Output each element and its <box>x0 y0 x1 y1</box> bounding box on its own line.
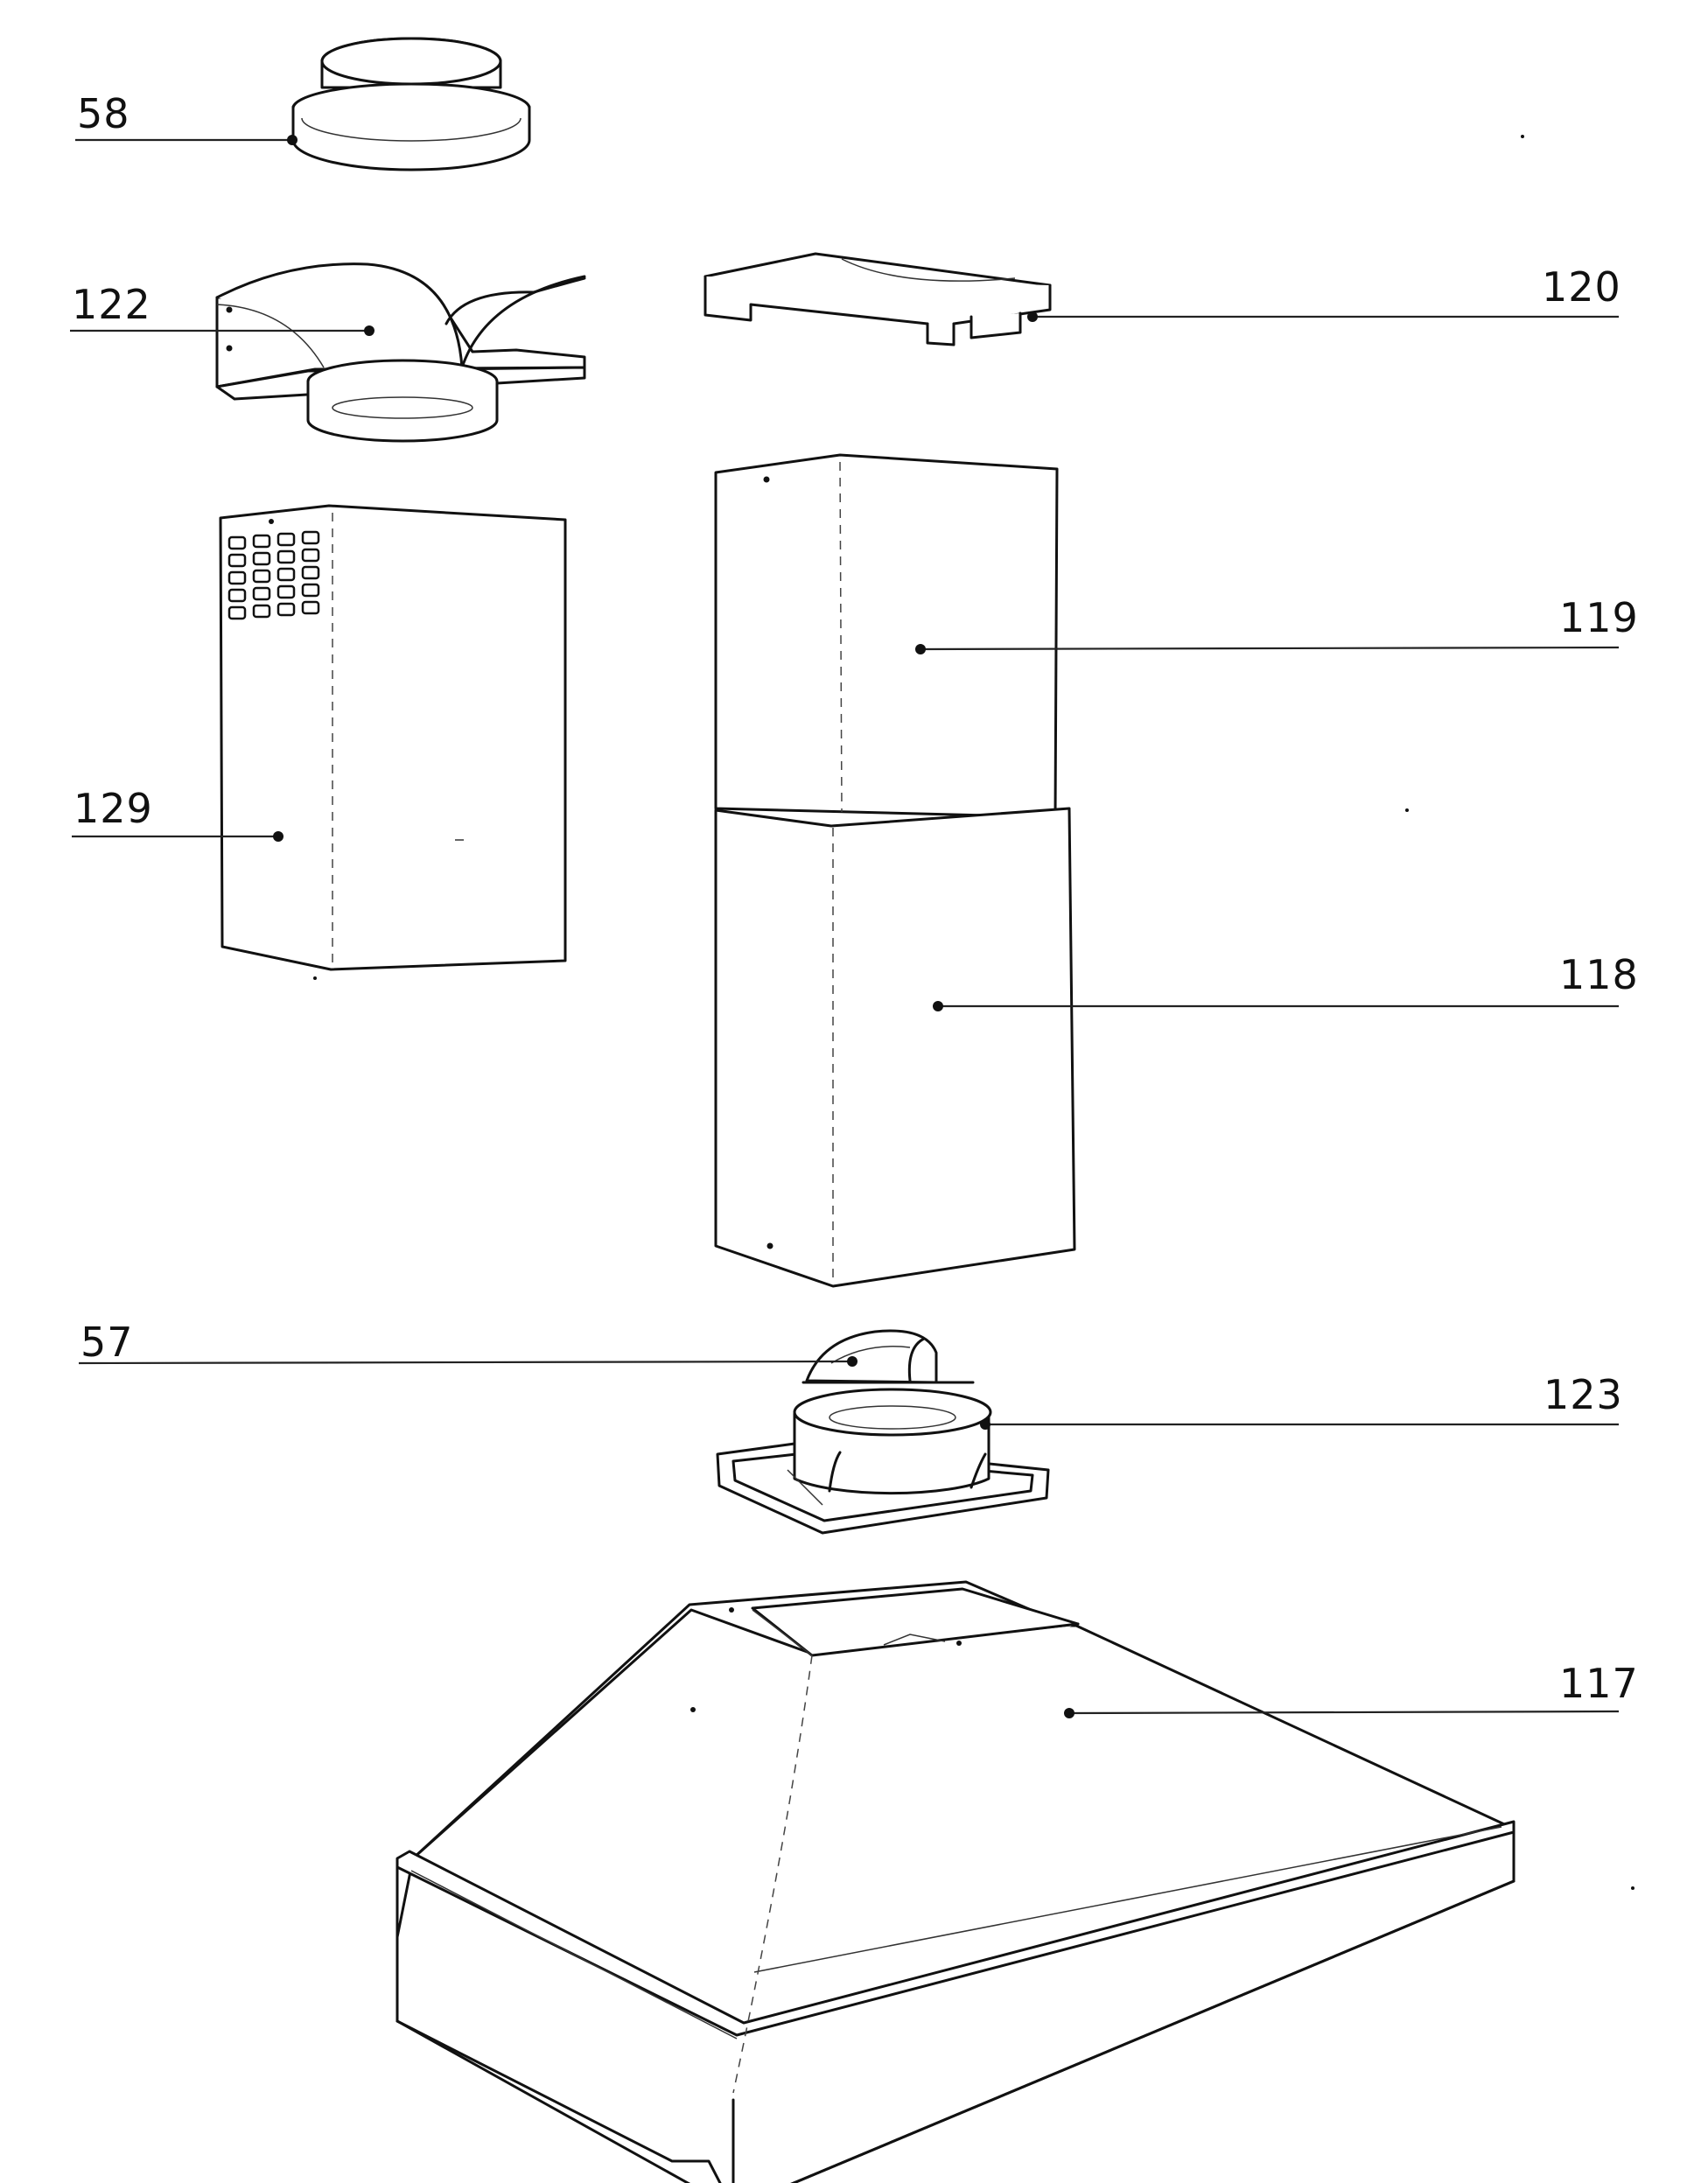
part-122-duct-adapter <box>215 262 586 443</box>
part-123-spigot-plate <box>716 1388 1050 1535</box>
part-label-123: 123 <box>1544 1371 1623 1418</box>
part-117-hood-canopy <box>396 1580 1516 2183</box>
callout-57: 57 <box>78 1319 858 1367</box>
callout-118: 118 <box>933 951 1639 1011</box>
part-118-lower-chimney <box>714 807 1076 1288</box>
callout-119: 119 <box>915 594 1639 654</box>
part-label-117: 117 <box>1559 1660 1639 1707</box>
callout-58: 58 <box>75 90 298 145</box>
callout-120: 120 <box>1027 263 1621 322</box>
part-label-129: 129 <box>74 785 153 832</box>
callout-117: 117 <box>1064 1660 1639 1718</box>
part-58-collar-ring <box>291 37 531 171</box>
part-120-mounting-bracket <box>704 252 1052 346</box>
callout-129: 129 <box>72 785 284 842</box>
part-119-upper-chimney <box>714 453 1059 819</box>
scan-specks <box>313 135 1634 1890</box>
part-label-119: 119 <box>1559 594 1639 641</box>
part-label-118: 118 <box>1559 951 1639 998</box>
part-label-58: 58 <box>77 90 130 137</box>
part-label-122: 122 <box>72 281 151 328</box>
callout-123: 123 <box>980 1371 1623 1430</box>
part-label-120: 120 <box>1542 263 1621 311</box>
part-129-filter-box <box>219 504 567 971</box>
callout-122: 122 <box>70 281 374 336</box>
part-57-flap-valve <box>802 1329 975 1384</box>
part-label-57: 57 <box>80 1319 134 1366</box>
